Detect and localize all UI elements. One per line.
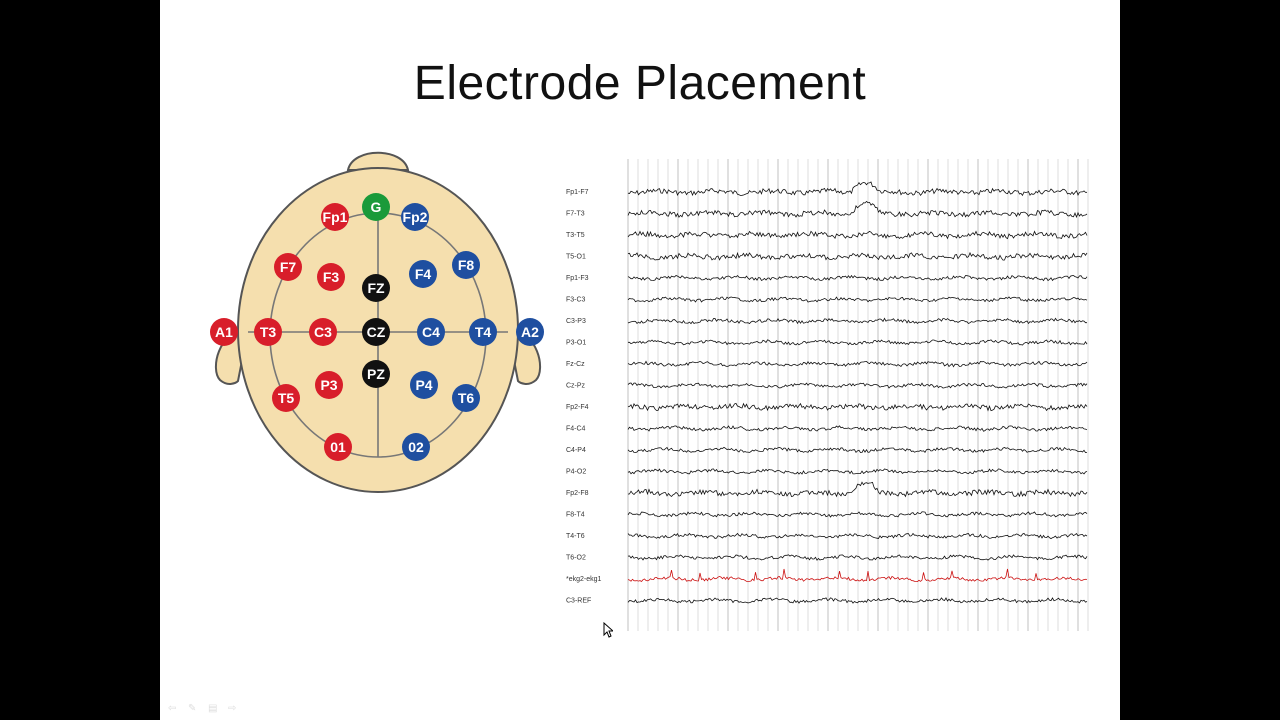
electrode-label: P4: [415, 377, 432, 393]
electrode-label: CZ: [367, 324, 386, 340]
slide-title: Electrode Placement: [413, 57, 867, 110]
channel-label: F8-T4: [566, 512, 585, 519]
electrode-label: A1: [215, 324, 233, 340]
electrode-o1: 01: [324, 433, 352, 461]
electrode-label: G: [371, 199, 382, 215]
trace-t4-t6: [627, 532, 1088, 540]
trace-fp2-f4: [627, 402, 1088, 412]
channel-label: F3-C3: [566, 297, 586, 304]
electrode-pz: PZ: [362, 360, 390, 388]
channel-label: C4-P4: [566, 447, 586, 454]
electrode-label: PZ: [367, 366, 385, 382]
electrode-label: F8: [458, 257, 475, 273]
electrode-a2: A2: [516, 318, 544, 346]
electrode-t3: T3: [254, 318, 282, 346]
channel-label: Fp1-F7: [566, 189, 589, 196]
electrode-f3: F3: [317, 263, 345, 291]
trace-f8-t4: [627, 511, 1088, 518]
electrode-cz: CZ: [362, 318, 390, 346]
trace-p4-o2: [627, 468, 1088, 475]
electrode-label: F4: [415, 266, 432, 282]
trace-f3-c3: [627, 296, 1088, 303]
slide-nav-controls: ⇦ ✎ ▤ ⇨: [168, 704, 240, 714]
nose: [346, 151, 410, 171]
electrode-label: 02: [408, 439, 424, 455]
channel-label: Fp2-F8: [566, 490, 589, 497]
channel-label: Fz-Cz: [566, 361, 585, 368]
channel-label: P3-O1: [566, 340, 586, 347]
electrode-label: F7: [280, 259, 297, 275]
channel-label: C3-REF: [566, 598, 591, 605]
electrode-c4: C4: [417, 318, 445, 346]
trace-p3-o1: [628, 339, 1088, 346]
electrode-label: FZ: [367, 280, 385, 296]
mouse-cursor: [603, 622, 613, 638]
electrode-c3: C3: [309, 318, 337, 346]
electrode-label: C3: [314, 324, 332, 340]
electrode-a1: A1: [210, 318, 238, 346]
electrode-label: 01: [330, 439, 346, 455]
electrode-f7: F7: [274, 253, 302, 281]
channel-label: T3-T5: [566, 232, 585, 239]
electrode-label: P3: [320, 377, 337, 393]
electrode-o2: 02: [402, 433, 430, 461]
electrode-t6: T6: [452, 384, 480, 412]
trace-f7-t3: [627, 200, 1088, 219]
electrode-t5: T5: [272, 384, 300, 412]
electrode-p3: P3: [315, 371, 343, 399]
channel-label: F4-C4: [566, 426, 586, 433]
electrode-fz: FZ: [362, 274, 390, 302]
electrode-label: T4: [475, 324, 492, 340]
trace-fz-cz: [627, 360, 1088, 368]
electrode-g: G: [362, 193, 390, 221]
forward-arrow-icon[interactable]: ⇨: [228, 703, 237, 714]
trace-cz-pz: [627, 382, 1088, 389]
trace-c4-p4: [627, 446, 1087, 454]
channel-label: Cz-Pz: [566, 383, 586, 390]
electrode-label: F3: [323, 269, 340, 285]
channel-label: Fp1-F3: [566, 275, 589, 282]
electrode-label: T3: [260, 324, 277, 340]
pen-icon[interactable]: ✎: [188, 703, 197, 714]
electrode-label: Fp1: [323, 209, 348, 225]
trace-c3-p3: [627, 317, 1087, 325]
channel-label: Fp2-F4: [566, 404, 589, 411]
channel-label: T5-O1: [566, 254, 586, 261]
trace-t6-o2: [627, 554, 1088, 561]
channel-label: C3-P3: [566, 318, 586, 325]
electrode-label: A2: [521, 324, 539, 340]
electrode-f8: F8: [452, 251, 480, 279]
channel-label: T4-T6: [566, 533, 585, 540]
trace-t3-t5: [627, 230, 1088, 240]
electrode-label: C4: [422, 324, 440, 340]
electrode-f4: F4: [409, 260, 437, 288]
electrode-fp2: Fp2: [401, 203, 429, 231]
slides-icon[interactable]: ▤: [208, 703, 218, 714]
trace-fp2-f8: [627, 481, 1088, 498]
eeg-trace-panel: Fp1-F7F7-T3T3-T5T5-O1Fp1-F3F3-C3C3-P3P3-…: [566, 159, 1089, 631]
trace-t5-o1: [627, 251, 1088, 261]
electrode-p4: P4: [410, 371, 438, 399]
trace-f4-c4: [627, 425, 1088, 432]
channel-label: P4-O2: [566, 469, 586, 476]
electrode-t4: T4: [469, 318, 497, 346]
electrode-fp1: Fp1: [321, 203, 349, 231]
back-arrow-icon[interactable]: ⇦: [168, 703, 177, 714]
trace-c3-ref: [627, 597, 1088, 604]
trace--ekg2-ekg1: [627, 568, 1088, 583]
channel-label: F7-T3: [566, 211, 585, 218]
channel-label: T6-O2: [566, 555, 586, 562]
electrode-label: T6: [458, 390, 475, 406]
trace-fp1-f3: [627, 274, 1088, 282]
channel-label: *ekg2-ekg1: [566, 576, 602, 583]
electrode-label: Fp2: [403, 209, 428, 225]
trace-fp1-f7: [627, 181, 1088, 197]
electrode-label: T5: [278, 390, 295, 406]
